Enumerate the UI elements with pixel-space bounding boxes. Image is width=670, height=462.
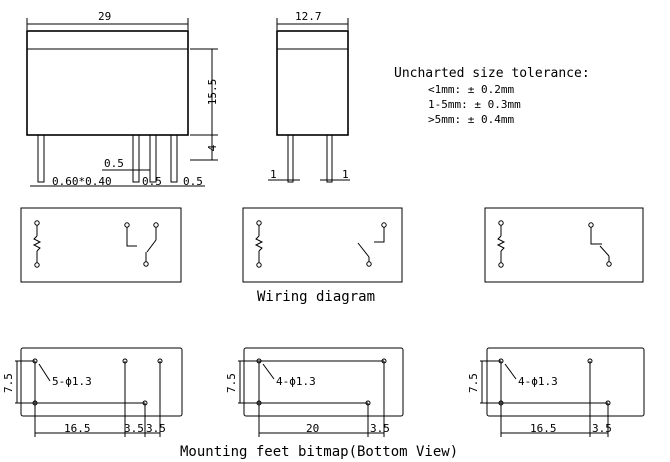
coil-terminal-top <box>34 220 40 226</box>
dim-h-label: 16.5 <box>64 422 91 435</box>
pin-2 <box>132 134 140 183</box>
footprint-1: 7.5 5-ϕ1.3 16.5 3.5 3.5 <box>2 347 183 437</box>
dim-length-label: 29 <box>98 10 111 23</box>
front-view: 29 15.5 4 0.5 0.60*0.40 0.5 0.5 <box>26 10 219 188</box>
dim-h-label: 20 <box>306 422 319 435</box>
side-view: 12.7 1 1 <box>268 10 350 183</box>
no-contact <box>374 227 385 243</box>
footprint-outline-2 <box>243 347 404 417</box>
no-terminal-1 <box>143 261 149 267</box>
coil-symbol <box>32 235 42 252</box>
wiring-box-1 <box>20 207 182 283</box>
wiring-box-2 <box>242 207 403 283</box>
com-terminal <box>588 222 594 228</box>
dim-pitch-label: 0.60*0.40 <box>52 175 112 188</box>
tolerance-line-1: <1mm: ± 0.2mm <box>428 83 514 96</box>
dim-h-label: 3.5 <box>146 422 166 435</box>
switch-terminal-3 <box>606 261 612 267</box>
footprint-outline-1 <box>20 347 183 417</box>
footprint-outline-3 <box>486 347 645 417</box>
tolerance-title: Uncharted size tolerance: <box>394 66 590 81</box>
com-terminal <box>381 222 387 228</box>
dim-v-label: 7.5 <box>2 373 15 393</box>
footprint-3: 7.5 4-ϕ1.3 16.5 3.5 <box>467 347 645 437</box>
relay-body-side <box>276 30 349 136</box>
com-terminal <box>153 222 159 228</box>
dim-width-label: 12.7 <box>295 10 322 23</box>
hole-leader <box>262 363 275 380</box>
dim-h-label: 3.5 <box>592 422 612 435</box>
coil-terminal-bottom <box>34 262 40 268</box>
switch-blade-1 <box>146 239 157 253</box>
tolerance-note: Uncharted size tolerance: <1mm: ± 0.2mm … <box>394 66 590 126</box>
pin-3 <box>149 134 157 183</box>
side-dim-right-label: 1 <box>342 168 349 181</box>
dim-v-label: 7.5 <box>467 373 480 393</box>
wiring-diagram-2 <box>242 207 403 283</box>
dim-05b-label: 0.5 <box>183 175 203 188</box>
coil-symbol <box>254 235 264 252</box>
coil-terminal-bottom <box>256 262 262 268</box>
switch-arm-3 <box>590 227 602 245</box>
tolerance-line-3: >5mm: ± 0.4mm <box>428 113 514 126</box>
footprint-2: 7.5 4-ϕ1.3 20 3.5 <box>225 347 404 437</box>
hole-leader <box>504 363 517 380</box>
nc-terminal <box>124 222 130 228</box>
dim-height-label: 15.5 <box>206 79 219 106</box>
hole-label: 4-ϕ1.3 <box>518 375 558 388</box>
wiring-diagram-caption: Wiring diagram <box>257 289 375 305</box>
switch-terminal-2 <box>366 261 372 267</box>
switch-blade-2 <box>357 242 370 258</box>
dim-h-label: 16.5 <box>530 422 557 435</box>
hole-leader <box>38 363 51 382</box>
wiring-diagram-3 <box>484 207 644 283</box>
wiring-diagram-1 <box>20 207 182 283</box>
pin-1 <box>37 134 45 183</box>
hole-label: 5-ϕ1.3 <box>52 375 92 388</box>
side-dim-left-label: 1 <box>270 168 277 181</box>
pin-4 <box>170 134 178 183</box>
dim-h-label: 3.5 <box>370 422 390 435</box>
dim-05-mid-label: 0.5 <box>142 175 162 188</box>
dim-pin-length-label: 4 <box>206 144 219 151</box>
coil-symbol <box>496 235 506 252</box>
mounting-caption: Mounting feet bitmap(Bottom View) <box>180 444 458 460</box>
tolerance-line-2: 1-5mm: ± 0.3mm <box>428 98 521 111</box>
coil-terminal-top <box>498 220 504 226</box>
coil-terminal-top <box>256 220 262 226</box>
relay-body-front <box>26 30 189 136</box>
dim-05a-label: 0.5 <box>104 157 124 170</box>
dim-v-label: 7.5 <box>225 373 238 393</box>
hole-label: 4-ϕ1.3 <box>276 375 316 388</box>
nc-contact <box>126 227 137 247</box>
side-pin-left <box>287 134 294 183</box>
side-pin-right <box>326 134 333 183</box>
dim-h-label: 3.5 <box>124 422 144 435</box>
coil-terminal-bottom <box>498 262 504 268</box>
wiring-box-3 <box>484 207 644 283</box>
switch-blade-3 <box>599 245 610 257</box>
